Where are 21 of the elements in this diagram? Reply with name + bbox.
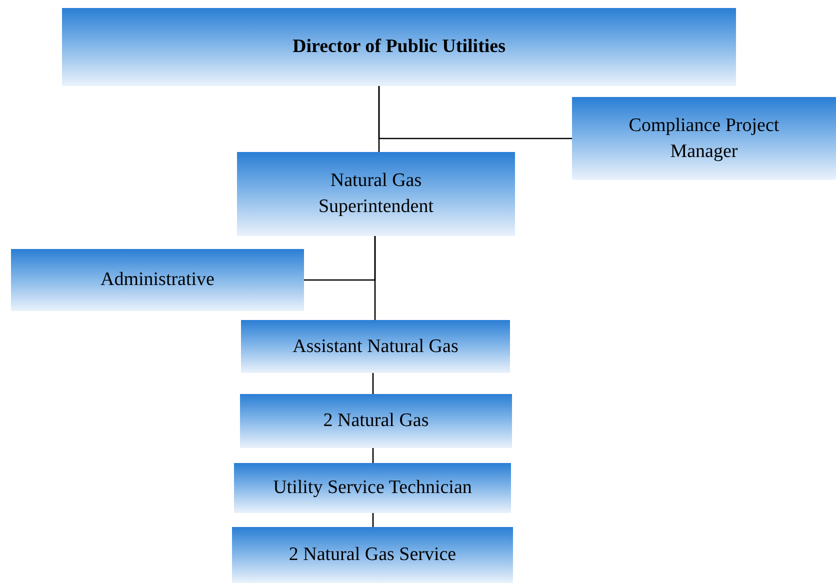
role-title: Administrative xyxy=(100,268,214,292)
connector-line xyxy=(374,236,376,320)
connector-line xyxy=(378,86,380,152)
org-box xyxy=(572,97,836,180)
org-box xyxy=(241,320,510,373)
connector-line xyxy=(372,448,374,463)
role-title: Utility Service Technician xyxy=(273,476,472,500)
org-box xyxy=(11,249,304,311)
org-box xyxy=(62,8,736,86)
connector-line xyxy=(372,373,374,394)
connector-line xyxy=(372,513,374,527)
org-box xyxy=(240,394,512,448)
org-box xyxy=(234,463,511,513)
role-title: Natural Gas Superintendent xyxy=(317,169,435,219)
role-title: 2 Natural Gas Service xyxy=(288,543,456,568)
role-title: 2 Natural Gas xyxy=(323,409,429,434)
role-title: Assistant Natural Gas xyxy=(292,334,458,359)
org-box xyxy=(237,152,515,236)
org-box xyxy=(232,527,513,583)
role-title: Director of Public Utilities xyxy=(292,35,506,60)
role-title: Compliance Project Manager xyxy=(628,114,780,164)
